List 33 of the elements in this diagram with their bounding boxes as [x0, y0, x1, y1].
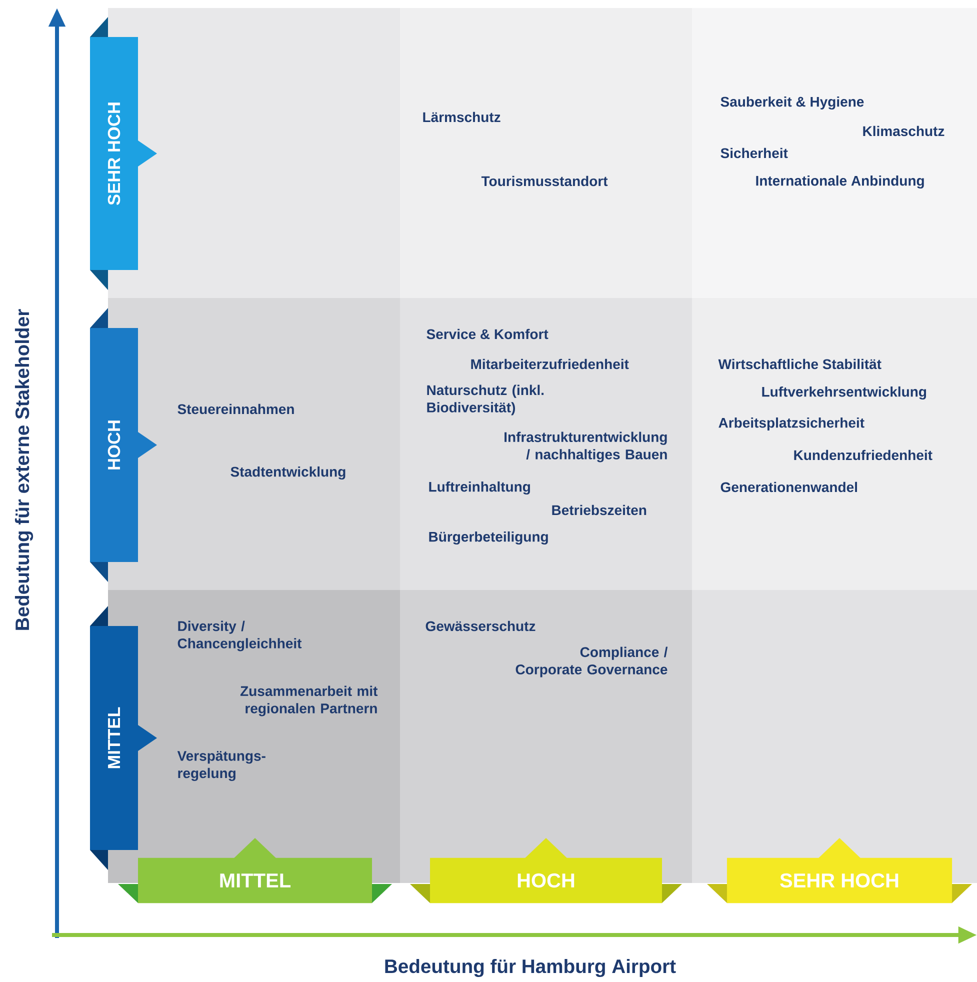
topic-label: Mitarbeiterzufriedenheit: [471, 358, 629, 370]
column-header-tab: SEHR HOCH: [707, 838, 972, 904]
topic-label: Infrastrukturentwicklung / nachhaltiges Bauen: [504, 432, 667, 462]
topic-label: Arbeitsplatzsicherheit: [718, 417, 864, 431]
row-header-tab: HOCH: [90, 308, 157, 582]
topic-label: Bürgerbeteiligung: [429, 531, 548, 545]
topic-label: Kundenzufriedenheit: [794, 450, 932, 460]
topic-label: Sicherheit: [720, 148, 788, 158]
topic-label: Verspätungs- regelung: [177, 751, 266, 781]
topic-label: Wirtschaftliche Stabilität: [718, 358, 882, 370]
row-header-tab: MITTEL: [90, 606, 157, 870]
topic-label: Service & Komfort: [426, 328, 548, 340]
topic-label: Betriebszeiten: [552, 504, 646, 516]
axis-title: Bedeutung für Hamburg Airport: [385, 958, 676, 978]
topic-label: Naturschutz (inkl. Biodiversität): [427, 384, 544, 416]
topic-label: Sauberkeit & Hygiene: [720, 96, 864, 110]
topic-label: Tourismusstandort: [481, 176, 608, 186]
topic-label: Generationenwandel: [720, 482, 857, 492]
topic-label: Diversity / Chancengleichheit: [178, 620, 302, 652]
topic-label: Luftreinhaltung: [429, 481, 530, 495]
topic-label: Stadtentwicklung: [230, 466, 346, 480]
row-header-tab: SEHR HOCH: [90, 17, 157, 290]
topic-label: Lärmschutz: [423, 112, 500, 122]
column-header-tab: HOCH: [410, 838, 682, 904]
topic-label: Klimaschutz: [863, 126, 944, 136]
topic-label: Steuereinnahmen: [178, 404, 294, 414]
topic-label: Zusammenarbeit mit regionalen Partnern: [240, 686, 378, 716]
topic-label: Compliance / Corporate Governance: [516, 646, 668, 678]
axis-title: Bedeutung für externe Stakeholder: [14, 309, 34, 630]
topic-label: Gewässerschutz: [426, 620, 536, 632]
topic-label: Luftverkehrsentwicklung: [762, 386, 926, 400]
column-header-tab: MITTEL: [118, 838, 392, 904]
topic-label: Internationale Anbindung: [756, 175, 924, 189]
